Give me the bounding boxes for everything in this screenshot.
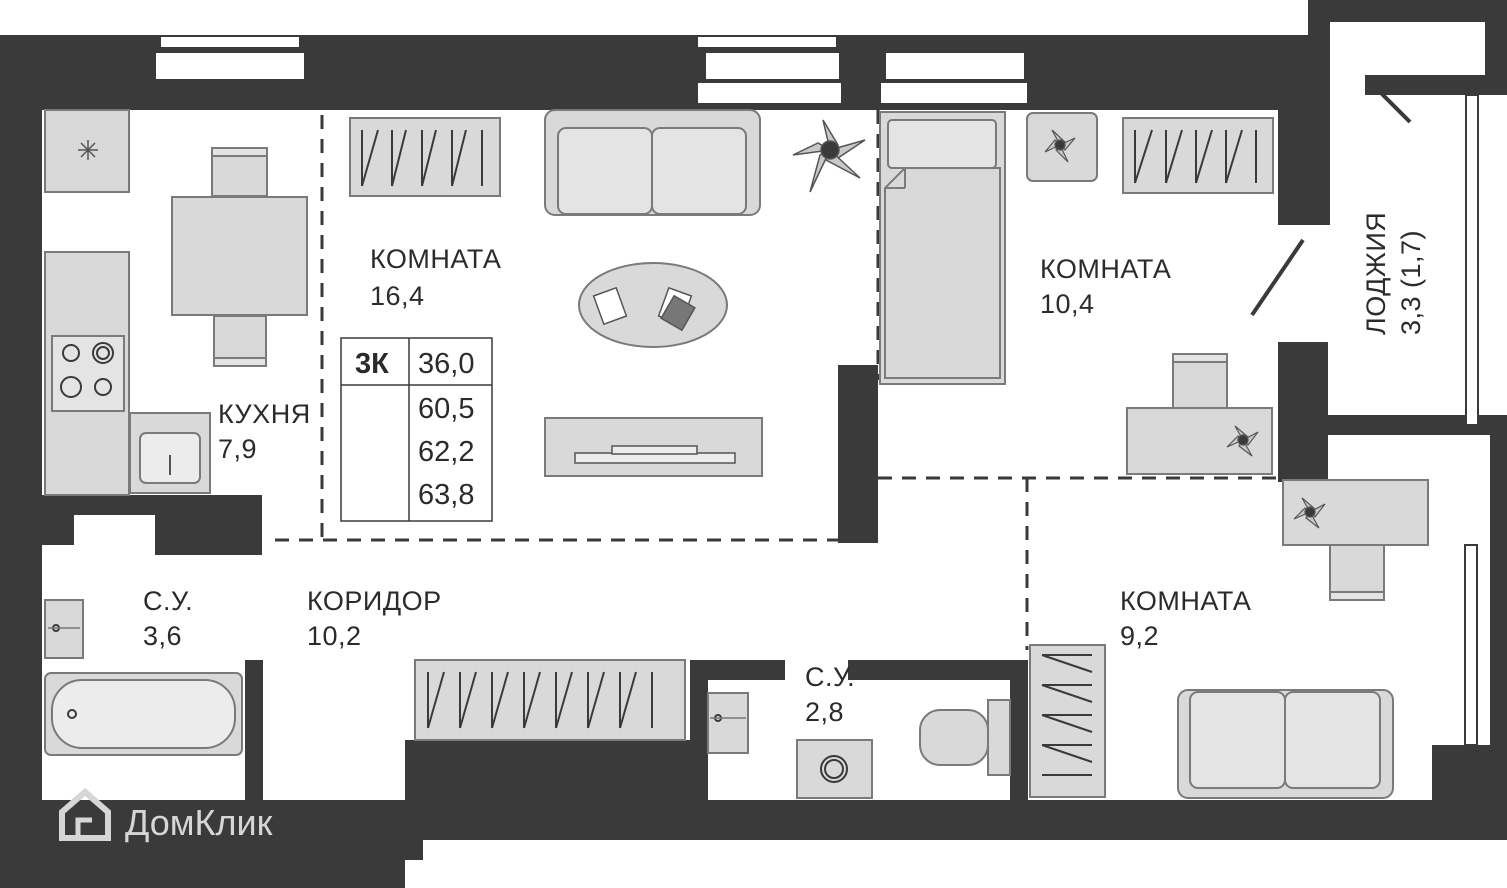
room-right-area: 10,4	[1040, 289, 1095, 319]
living-area: 36,0	[418, 348, 474, 380]
bathroom-left-area: 3,6	[143, 621, 182, 651]
bathroom-furniture	[44, 599, 1011, 799]
total-area-1: 60,5	[418, 393, 474, 425]
sink-left	[44, 599, 84, 659]
kitchen-area: 7,9	[218, 434, 257, 464]
sink-center	[707, 692, 749, 754]
bathroom-center-name: С.У.	[805, 662, 855, 692]
watermark: ДомКлик	[59, 788, 273, 843]
total-area-3: 63,8	[418, 479, 474, 511]
main-room-furniture	[349, 109, 866, 477]
toilet-tank	[987, 699, 1011, 776]
corridor-area: 10,2	[307, 621, 362, 651]
bathroom-center-area: 2,8	[805, 697, 844, 727]
right-room-furniture	[879, 111, 1274, 475]
area-summary-table: 3К 36,0 60,5 62,2 63,8	[340, 337, 493, 522]
room-main-area: 16,4	[370, 281, 425, 311]
wardrobe-bottom	[1029, 644, 1106, 798]
dining-table	[171, 196, 308, 316]
snowflake-icon	[78, 140, 98, 160]
room-labels: КОМНАТА 16,4 КОМНАТА 10,4 КОМНАТА 9,2 КУ…	[143, 212, 1426, 727]
kitchen-furniture	[44, 109, 308, 496]
zone-dividers	[275, 110, 1278, 650]
room-main-name: КОМНАТА	[370, 244, 501, 274]
doors	[304, 78, 1412, 887]
room-bottom-right-name: КОМНАТА	[1120, 586, 1251, 616]
room-right-name: КОМНАТА	[1040, 254, 1171, 284]
shelf-right	[1122, 117, 1274, 194]
bathroom-left-name: С.У.	[143, 586, 193, 616]
stove	[51, 335, 125, 412]
corridor-name: КОРИДОР	[307, 586, 442, 616]
kitchen-name: КУХНЯ	[218, 399, 311, 429]
washing-machine	[796, 739, 873, 799]
toilet	[919, 709, 989, 766]
loggia-name: ЛОДЖИЯ	[1361, 212, 1391, 335]
house-logo-icon	[59, 788, 111, 841]
apartment-type: 3К	[355, 348, 389, 380]
total-area-2: 62,2	[418, 436, 474, 468]
room-bottom-right-area: 9,2	[1120, 621, 1159, 651]
watermark-text: ДомКлик	[125, 802, 273, 843]
bottom-right-room-furniture	[1029, 479, 1429, 799]
shelf	[349, 117, 501, 197]
corridor-wardrobe	[414, 659, 686, 741]
loggia-area: 3,3 (1,7)	[1396, 230, 1426, 335]
desk-chair-bottom	[1329, 544, 1385, 601]
coffee-table	[578, 262, 728, 348]
plant-icon	[792, 119, 866, 193]
windows	[154, 35, 1479, 746]
